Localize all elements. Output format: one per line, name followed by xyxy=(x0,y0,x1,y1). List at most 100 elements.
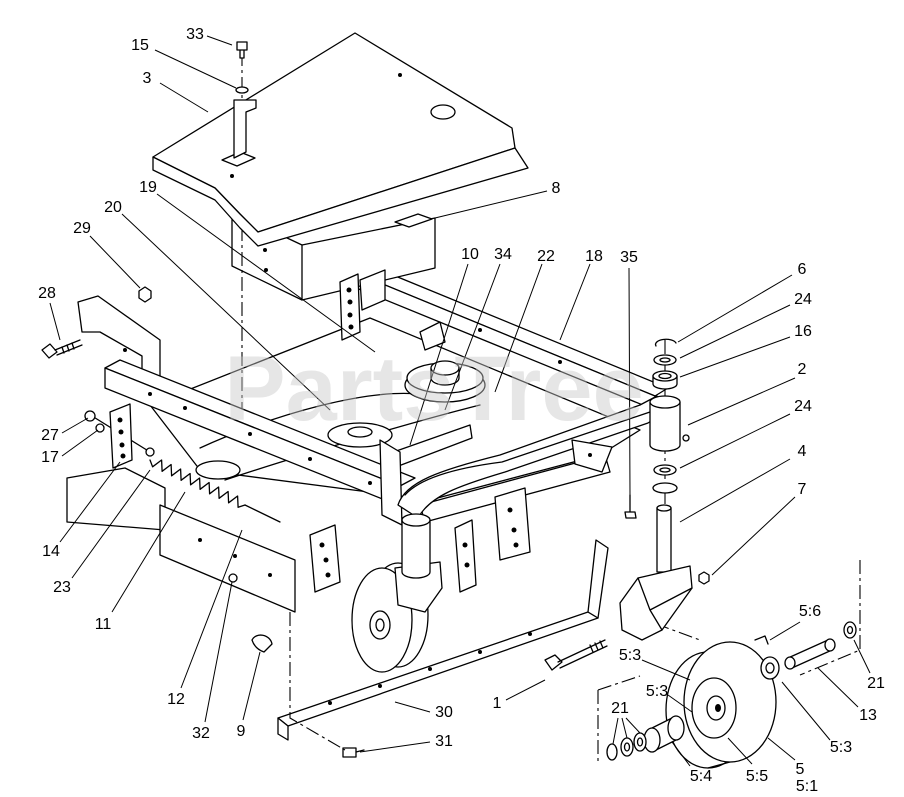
deflector-plate-upturn xyxy=(587,539,609,619)
cover-latch-bracket xyxy=(233,99,257,159)
clip-5-6 xyxy=(754,635,769,645)
callout-6: 6 xyxy=(798,261,807,278)
cotter-pin-9 xyxy=(251,634,273,653)
adjustment-plate-14 xyxy=(109,403,133,469)
beam-hole xyxy=(308,457,312,461)
left-caster-assembly xyxy=(351,513,443,673)
plate-hole xyxy=(117,417,123,423)
bracket-hole xyxy=(347,312,353,318)
callout-31: 31 xyxy=(435,733,453,750)
bracket-hole xyxy=(588,453,592,457)
bolt-35-head xyxy=(624,511,637,519)
callout-4: 4 xyxy=(798,443,807,460)
left-caster-housing-top xyxy=(401,513,431,527)
callout-16: 16 xyxy=(794,323,812,340)
deflector-plate-edge xyxy=(277,717,289,741)
axle-sleeve-13-left xyxy=(784,656,796,670)
plate-hole xyxy=(120,453,126,459)
washer-24-upper-bore xyxy=(659,357,671,363)
vertical-plate-10 xyxy=(379,439,403,526)
pulley-idler xyxy=(195,460,241,480)
hanger-plate-body xyxy=(494,487,531,561)
beam-hole xyxy=(248,432,252,436)
beam-hole xyxy=(148,392,152,396)
spacer-5-3-right-bore xyxy=(765,662,775,674)
callout-3: 3 xyxy=(143,70,152,87)
callout-9: 9 xyxy=(237,723,246,740)
caster-fork-7-edges xyxy=(637,577,693,631)
nut-23 xyxy=(145,447,155,457)
pivot-housing-2-top xyxy=(649,395,681,409)
beam-hole xyxy=(368,481,372,485)
deck-hole xyxy=(198,538,202,542)
washer-21-left-c-bore xyxy=(636,737,644,747)
bolt-33 xyxy=(236,41,248,59)
caster-spindle-4 xyxy=(656,507,672,573)
plate-hole xyxy=(328,701,332,705)
deflector-plate-30 xyxy=(277,539,609,741)
rear-right-bracket xyxy=(571,439,613,473)
callout-24-lower: 24 xyxy=(794,398,812,415)
callout-24-upper: 24 xyxy=(794,291,812,308)
plate-hole xyxy=(118,429,124,435)
pulley-left-hub xyxy=(347,426,373,438)
retaining-ring-6 xyxy=(654,338,677,347)
plate-hole xyxy=(528,632,532,636)
washer-21-left-a xyxy=(606,743,618,761)
callout-5-3-upper: 5:3 xyxy=(619,647,641,664)
nut-29 xyxy=(138,286,152,303)
pulley-idler-rim xyxy=(195,460,241,480)
axle-sleeve-13-right xyxy=(824,638,836,652)
pivot-housing-2-body xyxy=(649,401,681,452)
cover-access-hole xyxy=(430,104,456,120)
washer-15 xyxy=(235,86,249,94)
nut-32 xyxy=(228,573,238,583)
rear-bracket-plate xyxy=(339,273,361,341)
callout-14: 14 xyxy=(42,543,60,560)
adjustment-plate-body xyxy=(109,403,133,469)
grease-fitting xyxy=(682,434,690,442)
plate-hole xyxy=(511,527,517,533)
rear-mount-bracket xyxy=(339,269,386,341)
callout-17: 17 xyxy=(41,449,59,466)
bolt-28-head xyxy=(41,343,58,359)
assembly-lines xyxy=(289,340,861,765)
callout-13: 13 xyxy=(859,707,877,724)
plate-hole xyxy=(507,507,513,513)
plate-hole xyxy=(119,442,125,448)
callout-11: 11 xyxy=(95,616,112,633)
housing-hole xyxy=(264,268,268,272)
caster-wheel-5 xyxy=(665,641,777,769)
callout-35: 35 xyxy=(620,249,638,266)
left-caster-bore xyxy=(375,618,385,632)
small-center-bracket xyxy=(419,321,446,351)
callout-20: 20 xyxy=(104,199,122,216)
callout-22: 22 xyxy=(537,248,555,265)
watermark: PartsTree xyxy=(224,338,643,440)
cover-hole xyxy=(230,174,234,178)
callout-28: 28 xyxy=(38,285,56,302)
beam-hole xyxy=(478,328,482,332)
plate-hole xyxy=(428,667,432,671)
screw-31 xyxy=(342,747,357,758)
callout-19: 19 xyxy=(139,179,157,196)
spring-11 xyxy=(149,459,246,508)
callout-18: 18 xyxy=(585,248,603,265)
callout-5-3-right: 5:3 xyxy=(830,739,852,756)
callout-5-4: 5:4 xyxy=(690,768,712,785)
callout-29: 29 xyxy=(73,220,91,237)
callout-21-right: 21 xyxy=(867,675,885,692)
bracket-hole xyxy=(347,299,353,305)
caster-spindle-4-top xyxy=(656,504,672,512)
callout-30: 30 xyxy=(435,704,453,721)
cover-side-lip xyxy=(152,147,529,247)
plate-hole xyxy=(462,542,468,548)
callout-1: 1 xyxy=(493,695,502,712)
spindle-pulley xyxy=(404,360,486,403)
right-caster-stack xyxy=(619,338,710,641)
plate-hole xyxy=(478,650,482,654)
callout-10: 10 xyxy=(461,246,479,263)
deck-cover-plate xyxy=(152,32,529,247)
housing-hole xyxy=(263,248,267,252)
plate-hole xyxy=(123,348,127,352)
